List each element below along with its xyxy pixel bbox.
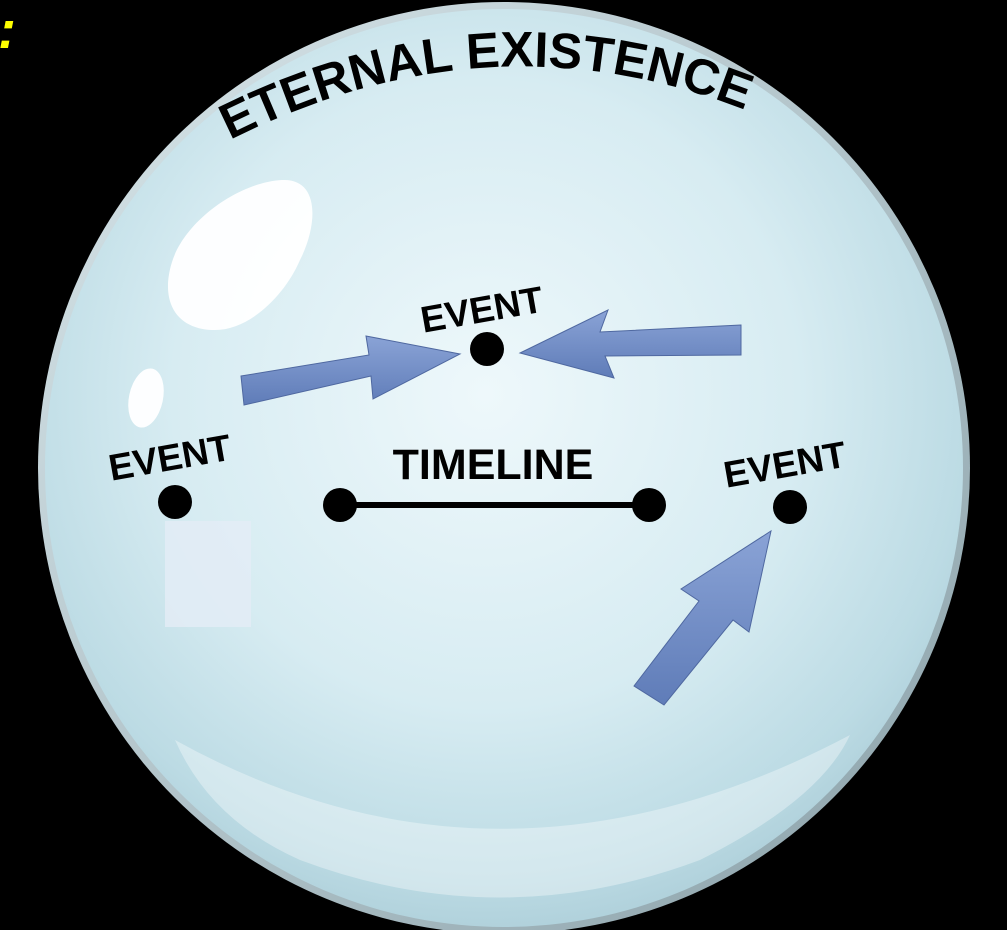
- stray-colon-text: :: [0, 0, 16, 60]
- timeline-start-dot: [323, 488, 357, 522]
- event-right-dot: [773, 490, 807, 524]
- timeline-end-dot: [632, 488, 666, 522]
- event-top-dot: [470, 332, 504, 366]
- sphere-highlight-square: [165, 521, 251, 627]
- timeline-label: TIMELINE: [393, 441, 594, 489]
- event-left-dot: [158, 485, 192, 519]
